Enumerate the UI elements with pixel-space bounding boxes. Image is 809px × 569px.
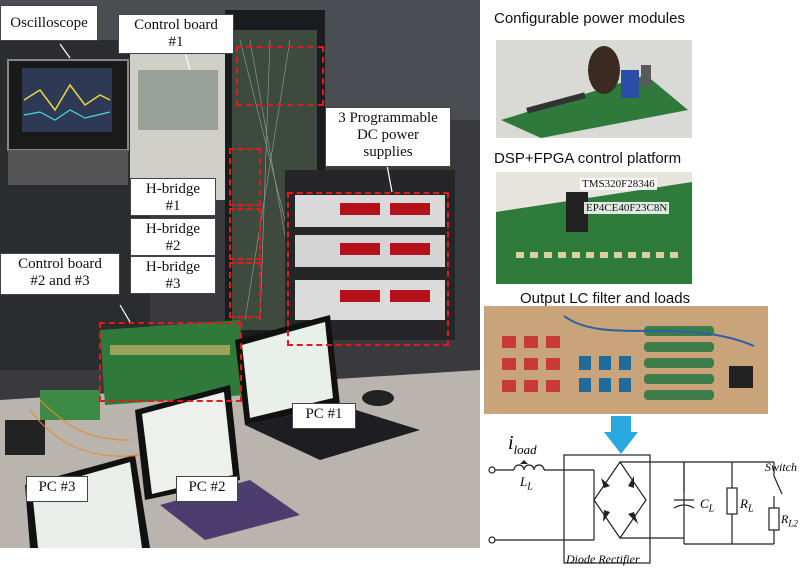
- resistor1-label: RL: [740, 496, 754, 515]
- hbridge-1-line2: #1: [165, 198, 181, 214]
- oscilloscope-label-text: Oscilloscope: [10, 15, 88, 31]
- resistor2-subscript: L2: [788, 518, 798, 529]
- dc-supplies-highlight: [287, 192, 449, 346]
- power-modules-title: Configurable power modules: [494, 10, 685, 27]
- control-board-1-highlight: [236, 46, 324, 106]
- down-arrow-icon: [604, 416, 638, 454]
- hbridge-3-label: H-bridge #3: [130, 256, 216, 294]
- i-load-subscript: load: [513, 442, 537, 457]
- inductor-symbol: L: [520, 474, 528, 489]
- dc-supplies-line1: 3 Programmable: [338, 110, 438, 126]
- hbridge-2-highlight: [229, 208, 261, 260]
- i-load-symbol: i: [508, 432, 514, 454]
- hbridge-1-label: H-bridge #1: [130, 178, 216, 216]
- capacitor-subscript: L: [708, 503, 715, 515]
- dc-supplies-line3: supplies: [363, 144, 413, 160]
- hbridge-3-line1: H-bridge: [145, 259, 201, 275]
- i-load-label: iload: [508, 432, 537, 458]
- capacitor-label: CL: [700, 496, 714, 515]
- rectifier-label: Diode Rectifier: [566, 552, 640, 566]
- resistor2-label: RL2: [781, 512, 798, 528]
- pc1-label: PC #1: [292, 403, 356, 429]
- inductor-label: LL: [520, 474, 533, 493]
- pc3-label: PC #3: [26, 476, 88, 502]
- dsp-chip2-label: EP4CE40F23C8N: [584, 202, 670, 214]
- circuit-schematic: [488, 454, 783, 564]
- pc3-label-text: PC #3: [38, 479, 76, 495]
- hbridge-2-line2: #2: [165, 238, 181, 254]
- filter-board-illustration: [484, 306, 768, 414]
- power-module-illustration: [501, 46, 688, 138]
- callout-lines: [59, 43, 393, 323]
- oscilloscope-label: Oscilloscope: [0, 5, 98, 41]
- resistor1-subscript: L: [747, 503, 754, 515]
- control-board-23-label: Control board #2 and #3: [0, 253, 120, 295]
- lab-setup-illustration: [0, 0, 480, 548]
- resistor2-symbol: R: [781, 512, 789, 526]
- dsp-chip1-label: TMS320F28346: [580, 178, 657, 190]
- pc1-label-text: PC #1: [305, 406, 343, 422]
- filter-photo: [484, 306, 768, 414]
- pc2-label: PC #2: [176, 476, 238, 502]
- hbridge-2-line1: H-bridge: [145, 221, 201, 237]
- dsp-title: DSP+FPGA control platform: [494, 150, 682, 167]
- dc-supplies-line2: DC power: [356, 127, 420, 143]
- filter-title: Output LC filter and loads: [520, 290, 691, 307]
- switch-label: Switch: [765, 460, 797, 474]
- lab-setup-photo: [0, 0, 480, 548]
- control-board-23-line1: Control board: [18, 256, 102, 272]
- hbridge-2-label: H-bridge #2: [130, 218, 216, 256]
- hbridge-1-line1: H-bridge: [145, 181, 201, 197]
- dsp-photo: [496, 172, 692, 284]
- control-board-1-label: Control board #1: [118, 14, 234, 54]
- pc2-label-text: PC #2: [188, 479, 226, 495]
- control-board-23-line2: #2 and #3: [30, 273, 90, 289]
- resistor1-symbol: R: [740, 496, 748, 511]
- control-board-1-line2: #1: [168, 34, 184, 50]
- hbridge-3-highlight: [229, 262, 261, 318]
- inductor-subscript: L: [527, 481, 533, 493]
- control-board-1-line1: Control board: [134, 17, 218, 33]
- hbridge-1-highlight: [229, 148, 261, 206]
- power-modules-photo: [496, 40, 692, 138]
- control-board-23-highlight: [99, 322, 242, 402]
- hbridge-3-line2: #3: [165, 276, 181, 292]
- capacitor-symbol: C: [700, 496, 709, 511]
- dc-supplies-label: 3 Programmable DC power supplies: [325, 107, 451, 167]
